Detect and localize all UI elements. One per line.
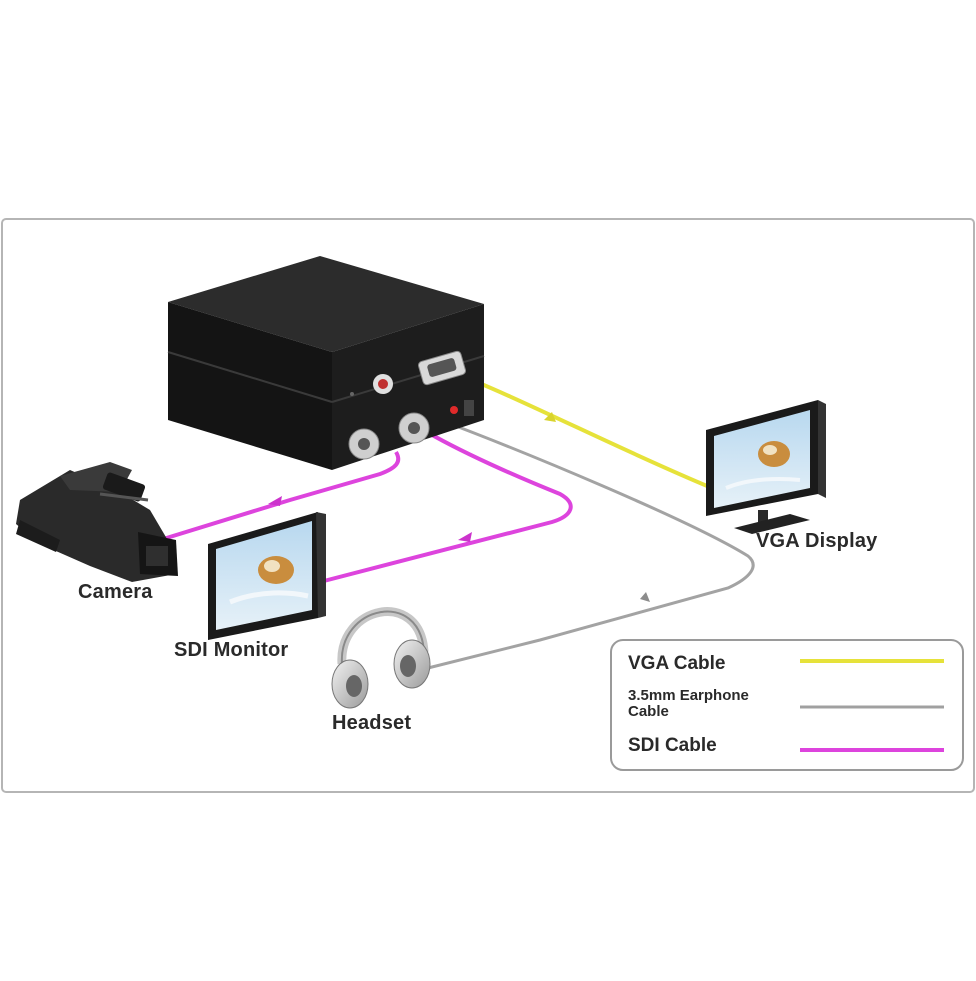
legend-label-sdi: SDI Cable <box>628 735 717 756</box>
headset-icon <box>331 607 431 709</box>
vga-cable-arrow <box>544 412 556 422</box>
sdi-cable-camera <box>159 450 401 542</box>
vga-display-icon <box>706 400 826 534</box>
sdi-monitor-icon <box>208 512 326 640</box>
earphone-cable-arrow <box>640 592 650 602</box>
sdi-cable-camera-arrow <box>268 496 282 506</box>
earphone-cable <box>419 418 755 672</box>
headset-label: Headset <box>332 712 412 734</box>
sdi-cable-monitor-arrow <box>458 532 472 542</box>
camera-label: Camera <box>78 581 153 603</box>
sdi-to-vga-converter <box>167 256 485 470</box>
vga-cable <box>451 370 713 490</box>
vga-display-label: VGA Display <box>756 530 878 552</box>
legend-label-earphone: 3.5mm Earphone Cable <box>628 687 749 720</box>
legend-box <box>610 639 964 771</box>
diagram-frame <box>1 218 975 793</box>
camera-icon <box>16 462 178 582</box>
sdi-monitor-label: SDI Monitor <box>174 639 289 661</box>
legend-label-vga: VGA Cable <box>628 653 726 674</box>
sdi-cable-monitor <box>319 426 573 584</box>
